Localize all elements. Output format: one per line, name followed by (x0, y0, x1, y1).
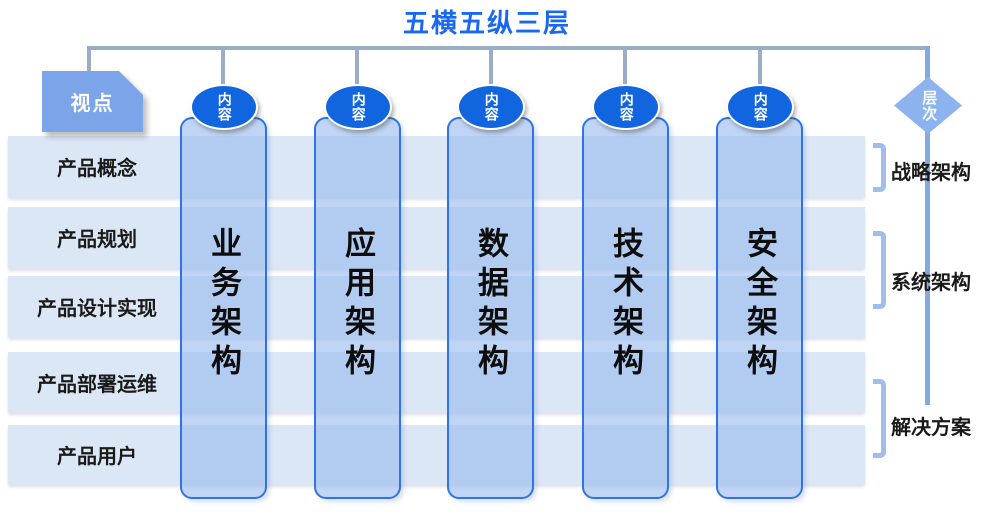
level-group-label: 战略架构 (891, 162, 971, 184)
content-badge: 内容 (190, 84, 258, 130)
viewpoint-label: 视点 (70, 93, 115, 115)
content-badge: 内容 (726, 84, 794, 130)
content-badge: 内容 (457, 84, 525, 130)
connector-horizontal-line (89, 46, 930, 50)
level-bracket (873, 379, 886, 458)
architecture-column: 数据架构 (447, 117, 534, 499)
row-label: 产品部署运维 (37, 373, 157, 396)
column-label: 应用架构 (340, 227, 375, 383)
content-badge-label: 内容 (483, 92, 500, 122)
levels-vertical-line (925, 46, 930, 405)
content-badge-label: 内容 (216, 92, 233, 122)
viewpoint-shape: 视点 (42, 71, 143, 132)
content-badge: 内容 (324, 84, 392, 130)
architecture-column: 技术架构 (582, 117, 669, 499)
connector-drop-column-1 (221, 46, 225, 86)
column-label: 数据架构 (473, 227, 508, 383)
content-badge-label: 内容 (618, 92, 635, 122)
levels-diamond-label: 层次 (920, 89, 938, 122)
level-group-label: 系统架构 (891, 272, 971, 294)
level-bracket (873, 231, 886, 309)
architecture-column: 应用架构 (314, 117, 401, 499)
connector-drop-viewpoint (87, 46, 91, 73)
row-label: 产品用户 (57, 446, 137, 468)
content-badge-label: 内容 (350, 92, 367, 122)
architecture-column: 业务架构 (180, 117, 267, 499)
content-badge: 内容 (592, 84, 660, 130)
connector-drop-column-4 (623, 46, 627, 86)
column-label: 安全架构 (742, 227, 777, 383)
levels-diamond: 层次 (894, 77, 962, 134)
column-label: 业务架构 (206, 227, 241, 383)
diagram-title: 五横五纵三层 (402, 8, 571, 38)
architecture-column: 安全架构 (716, 117, 803, 499)
row-label: 产品设计实现 (37, 298, 157, 320)
connector-drop-column-5 (758, 46, 762, 86)
connector-drop-column-3 (489, 46, 493, 86)
content-badge-label: 内容 (752, 92, 769, 122)
column-label: 技术架构 (608, 227, 643, 383)
level-group-label: 解决方案 (891, 417, 971, 439)
row-label: 产品规划 (57, 229, 137, 251)
level-bracket (873, 143, 886, 192)
row-label: 产品概念 (57, 158, 137, 180)
connector-drop-column-2 (355, 46, 359, 86)
